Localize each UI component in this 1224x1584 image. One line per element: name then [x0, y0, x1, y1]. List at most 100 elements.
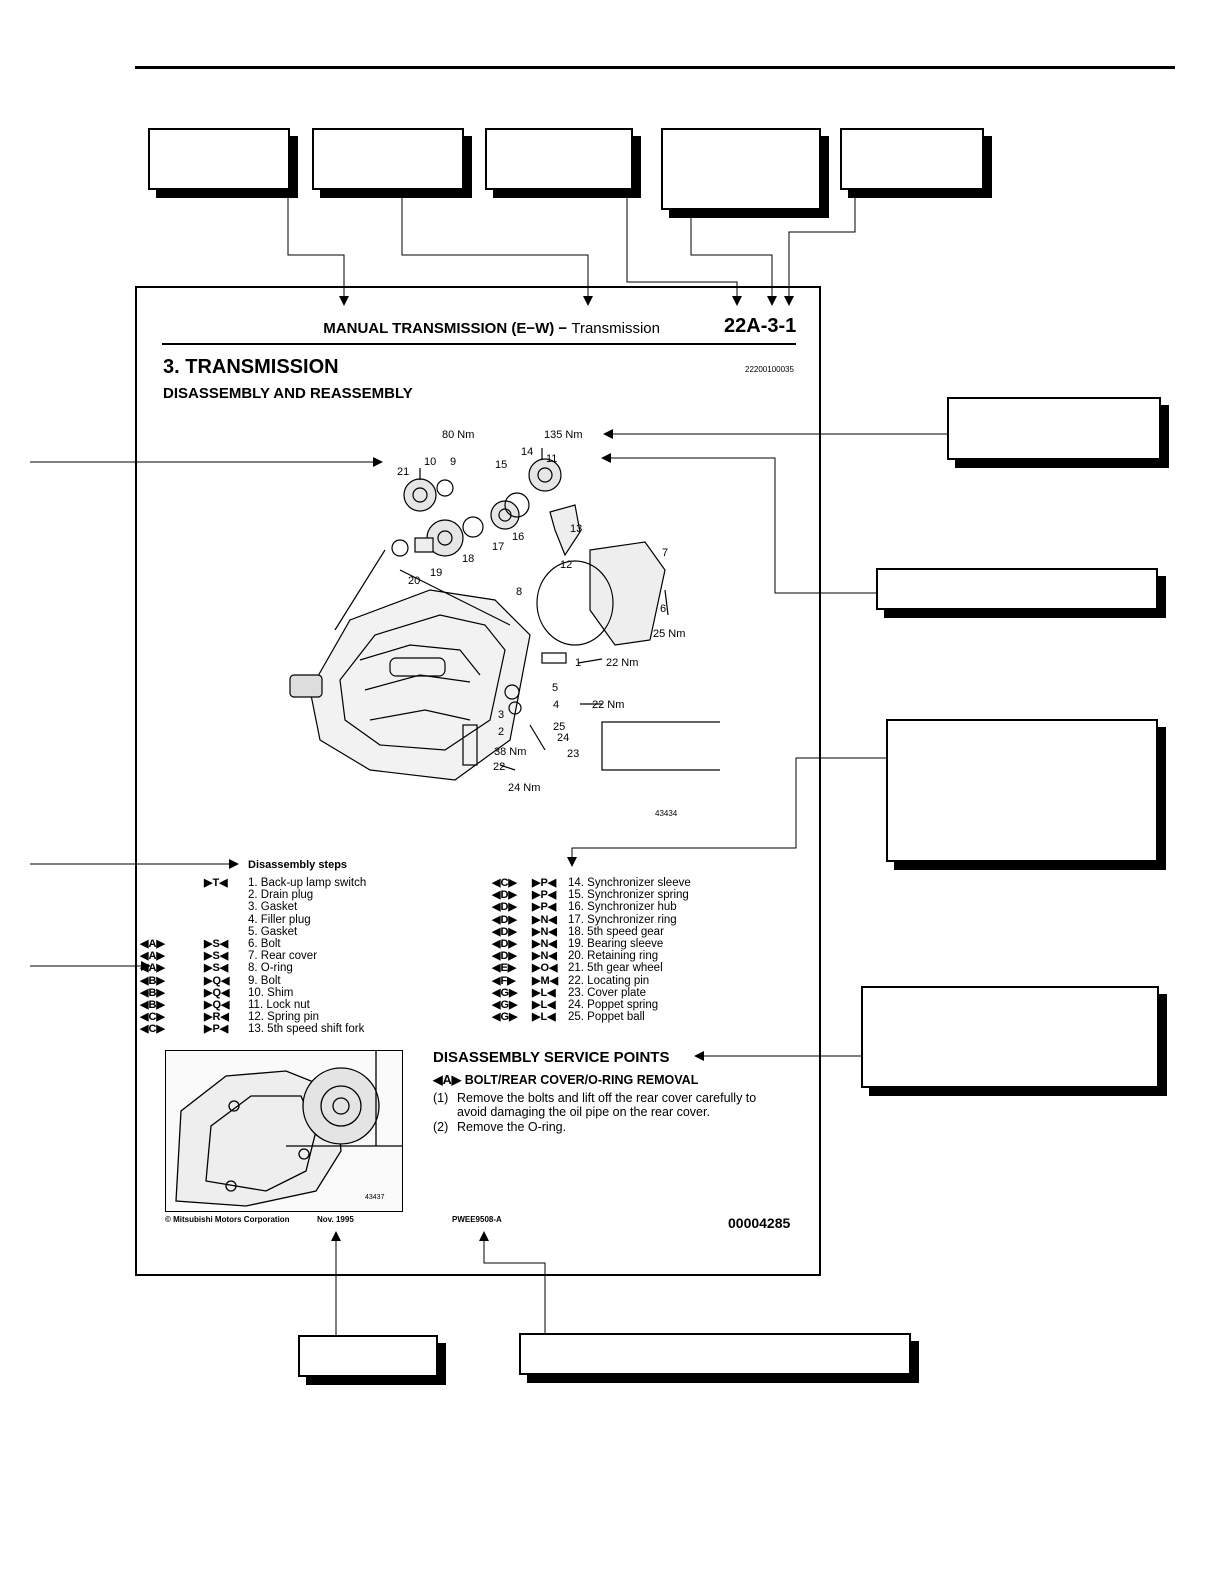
step-disassembly-mark: ◀G▶	[492, 999, 518, 1011]
step-item: 8. O-ring	[248, 962, 293, 975]
header-title-main: MANUAL TRANSMISSION (E−W) −	[323, 320, 568, 337]
step-disassembly-mark: ◀G▶	[492, 1011, 518, 1024]
service-mark: ◀A▶	[433, 1073, 462, 1087]
step-disassembly-mark: ◀A▶	[140, 950, 165, 963]
step-item: 6. Bolt	[248, 938, 281, 950]
service-points-title: DISASSEMBLY SERVICE POINTS	[433, 1049, 670, 1066]
step-disassembly-mark: ◀C▶	[492, 877, 517, 889]
step-reassembly-mark: ▶P◀	[204, 1023, 229, 1036]
step-item: 11. Lock nut	[248, 999, 310, 1011]
service-item-2-num: (2)	[433, 1120, 449, 1134]
step-disassembly-mark: ◀C▶	[140, 1023, 165, 1036]
label-24nm: 24 Nm	[508, 782, 540, 794]
label-15: 15	[495, 459, 507, 471]
label-135nm: 135 Nm	[544, 429, 583, 441]
label-11: 11	[546, 453, 557, 465]
steps-title: Disassembly steps	[248, 859, 348, 871]
step-disassembly-mark: ◀D▶	[492, 925, 517, 938]
service-item-2-text: Remove the O-ring.	[457, 1120, 567, 1134]
footer-company: © Mitsubishi Motors Corporation	[165, 1215, 290, 1224]
top-rule	[135, 66, 1175, 69]
step-disassembly-mark: ◀B▶	[140, 974, 165, 987]
step-item: 18. 5th speed gear	[568, 925, 664, 938]
step-item: 10. Shim	[248, 986, 294, 999]
step-item: 16. Synchronizer hub	[568, 901, 677, 914]
label-24: 24	[557, 732, 569, 744]
label-9: 9	[450, 456, 456, 468]
step-reassembly-mark: ▶R◀	[204, 1011, 229, 1024]
header-rule	[162, 343, 796, 345]
step-reassembly-mark: ▶S◀	[204, 950, 229, 963]
label-22: 22	[493, 761, 505, 773]
callout-box-2	[312, 128, 464, 190]
exploded-view-illustration: 80 Nm 135 Nm 14 11 21 10 9 15 13 16 17 1…	[289, 429, 720, 794]
step-reassembly-mark: ▶T◀	[204, 877, 228, 889]
label-25: 25	[553, 721, 565, 733]
step-reassembly-mark: ▶P◀	[532, 889, 557, 902]
step-disassembly-mark: ◀D▶	[492, 901, 517, 914]
step-item: 20. Retaining ring	[568, 950, 659, 963]
label-8: 8	[516, 586, 522, 598]
step-reassembly-mark: ▶L◀	[532, 986, 556, 999]
section-subtitle: DISASSEMBLY AND REASSEMBLY	[163, 385, 413, 402]
label-18: 18	[462, 553, 474, 565]
callout-box-nonreusable	[876, 568, 1158, 610]
label-25nm: 25 Nm	[653, 628, 685, 640]
label-13: 13	[570, 523, 582, 535]
step-disassembly-mark: ◀A▶	[140, 938, 165, 950]
callout-box-steps	[886, 719, 1158, 862]
step-disassembly-mark: ◀C▶	[140, 1011, 165, 1024]
callout-box-date	[298, 1335, 438, 1377]
label-7: 7	[662, 547, 668, 559]
step-reassembly-mark: ▶L◀	[532, 999, 556, 1011]
step-item: 7. Rear cover	[248, 950, 318, 963]
label-12: 12	[560, 559, 572, 571]
label-19: 19	[430, 567, 442, 579]
label-10: 10	[424, 456, 436, 468]
step-item: 12. Spring pin	[248, 1011, 319, 1024]
step-item: 19. Bearing sleeve	[568, 938, 664, 950]
label-4: 4	[553, 699, 559, 711]
label-17: 17	[492, 541, 504, 553]
label-2: 2	[498, 726, 504, 738]
footer-date: Nov. 1995	[317, 1215, 354, 1224]
service-item-1-num: (1)	[433, 1091, 449, 1105]
callout-box-1	[148, 128, 290, 190]
step-item: 17. Synchronizer ring	[568, 913, 677, 926]
photo-id: 43437	[365, 1194, 385, 1201]
step-disassembly-mark: ◀F▶	[492, 974, 516, 987]
step-disassembly-mark: ◀B▶	[140, 986, 165, 999]
step-disassembly-mark: ◀D▶	[492, 938, 517, 950]
callout-box-service	[861, 986, 1159, 1088]
step-item: 14. Synchronizer sleeve	[568, 877, 691, 889]
step-item: 15. Synchronizer spring	[568, 889, 689, 902]
callout-box-4	[661, 128, 821, 210]
step-reassembly-mark: ▶N◀	[532, 925, 557, 938]
step-reassembly-mark: ▶P◀	[532, 901, 557, 914]
step-disassembly-mark: ◀D▶	[492, 889, 517, 902]
callout-box-3	[485, 128, 633, 190]
step-reassembly-mark: ▶Q◀	[204, 999, 230, 1011]
label-20: 20	[408, 575, 420, 587]
step-reassembly-mark: ▶N◀	[532, 913, 557, 926]
label-38nm: 38 Nm	[494, 746, 526, 758]
step-disassembly-mark: ◀D▶	[492, 950, 517, 963]
step-item: 3. Gasket	[248, 901, 298, 914]
label-14: 14	[521, 446, 533, 458]
step-item: 5. Gasket	[248, 925, 298, 938]
step-item: 9. Bolt	[248, 974, 281, 987]
step-reassembly-mark: ▶P◀	[532, 877, 557, 889]
step-reassembly-mark: ▶N◀	[532, 950, 557, 963]
step-disassembly-mark: ◀G▶	[492, 986, 518, 999]
service-photo	[165, 1050, 403, 1212]
label-16: 16	[512, 531, 524, 543]
step-reassembly-mark: ▶S◀	[204, 962, 229, 975]
section-title: 3. TRANSMISSION	[163, 356, 339, 378]
step-item: 25. Poppet ball	[568, 1011, 645, 1024]
step-item: 24. Poppet spring	[568, 999, 659, 1011]
step-reassembly-mark: ▶Q◀	[204, 974, 230, 987]
step-reassembly-mark: ▶S◀	[204, 938, 229, 950]
label-22nm-a: 22 Nm	[606, 657, 638, 669]
page-number: 00004285	[728, 1215, 791, 1231]
